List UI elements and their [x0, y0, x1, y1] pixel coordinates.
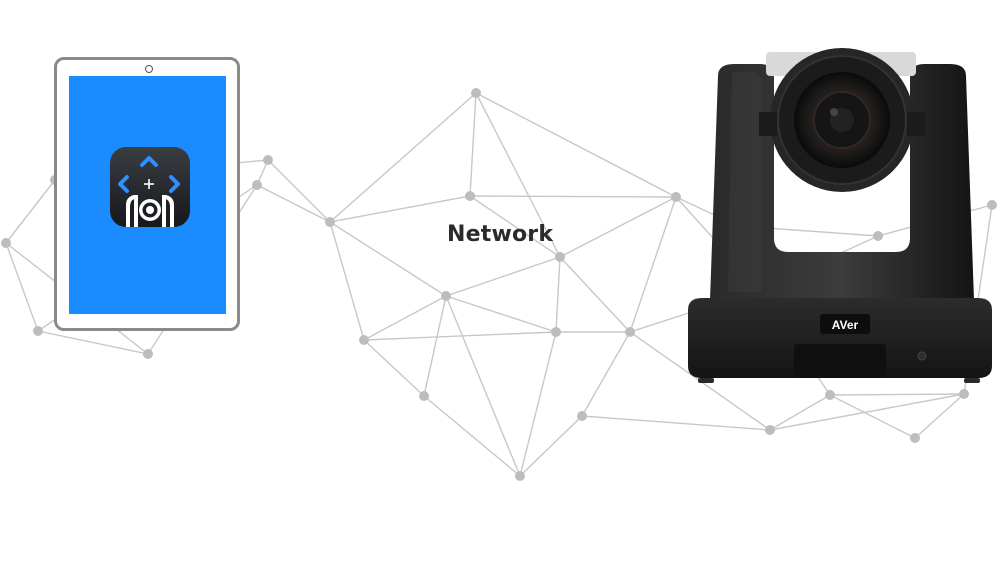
network-node — [825, 390, 835, 400]
network-link — [330, 196, 470, 222]
network-link — [364, 340, 424, 396]
network-link — [268, 160, 330, 222]
tablet-camera-dot — [145, 65, 153, 73]
network-node — [263, 155, 273, 165]
network-link — [424, 296, 446, 396]
network-link — [560, 257, 630, 332]
network-node — [325, 217, 335, 227]
network-link — [446, 257, 560, 296]
network-node — [959, 389, 969, 399]
camera-brand-logo: AVer — [832, 318, 859, 332]
network-node — [910, 433, 920, 443]
network-node — [671, 192, 681, 202]
network-link — [476, 93, 676, 197]
network-link — [520, 416, 582, 476]
network-node — [515, 471, 525, 481]
network-link — [556, 257, 560, 332]
network-link — [424, 396, 520, 476]
network-link — [6, 180, 55, 243]
network-node — [359, 335, 369, 345]
network-node — [471, 88, 481, 98]
network-link — [915, 394, 964, 438]
network-link — [830, 394, 964, 395]
network-link — [582, 332, 630, 416]
network-link — [330, 93, 476, 222]
network-node — [577, 411, 587, 421]
network-label: Network — [447, 222, 553, 247]
network-link — [470, 196, 676, 197]
network-node — [441, 291, 451, 301]
network-link — [446, 296, 520, 476]
network-link — [364, 296, 446, 340]
network-link — [520, 332, 556, 476]
network-node — [465, 191, 475, 201]
network-node — [551, 327, 561, 337]
network-link — [582, 416, 770, 430]
network-node — [1, 238, 11, 248]
network-node — [143, 349, 153, 359]
network-node — [252, 180, 262, 190]
network-link — [470, 93, 476, 196]
network-node — [419, 391, 429, 401]
network-node — [625, 327, 635, 337]
network-node — [765, 425, 775, 435]
network-link — [364, 332, 556, 340]
network-node — [555, 252, 565, 262]
ptz-camera-app-icon — [110, 147, 190, 227]
network-node — [33, 326, 43, 336]
network-link — [38, 331, 148, 354]
network-link — [257, 185, 330, 222]
network-link — [446, 296, 556, 332]
network-link — [770, 394, 964, 430]
ptz-camera-icon: AVer — [682, 42, 998, 387]
